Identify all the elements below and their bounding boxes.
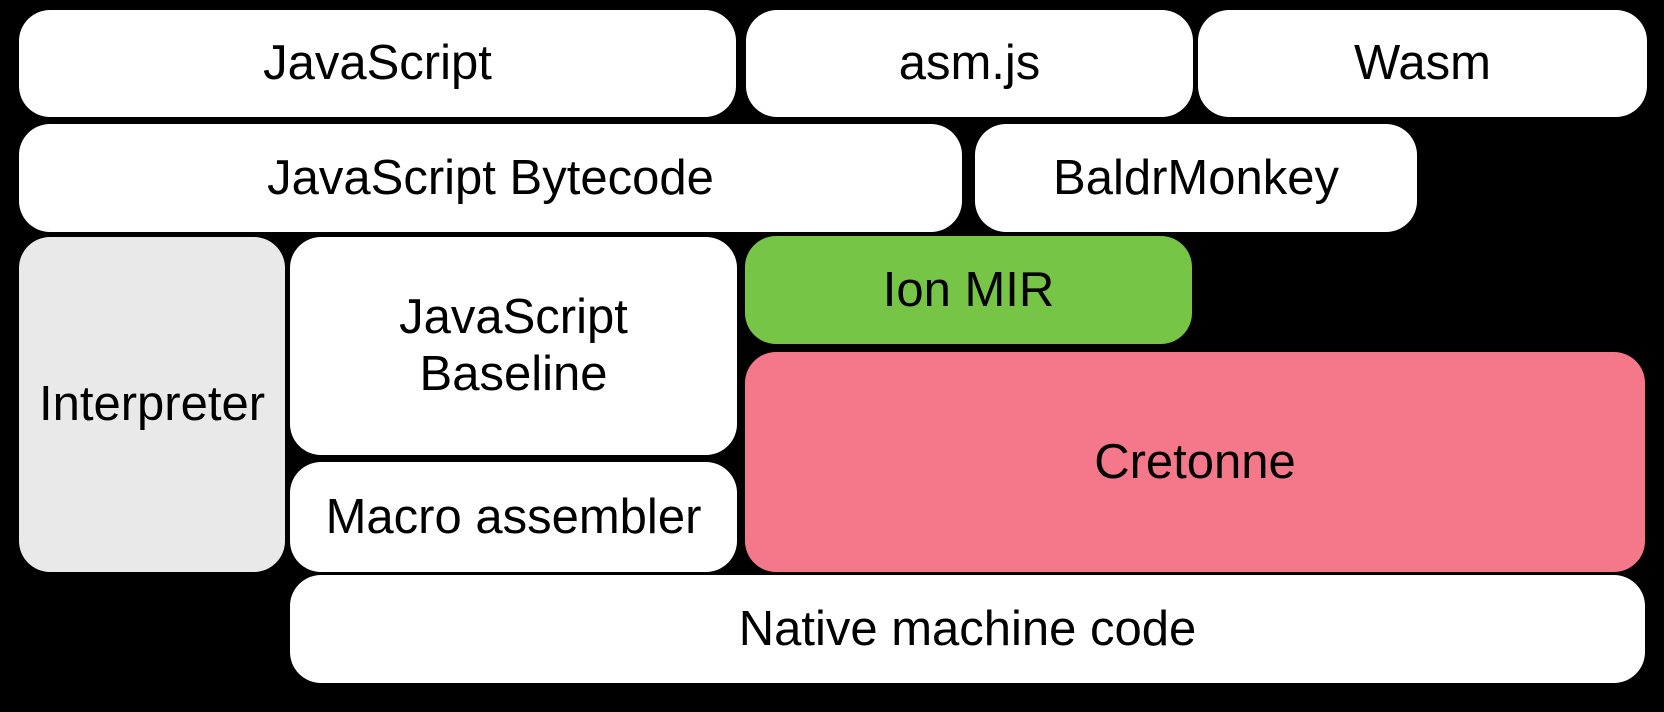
node-javascript: JavaScript — [19, 10, 736, 117]
node-javascript-bytecode-label: JavaScript Bytecode — [267, 150, 714, 205]
node-wasm: Wasm — [1198, 10, 1647, 117]
node-baldrmonkey-label: BaldrMonkey — [1053, 150, 1339, 205]
node-baldrmonkey: BaldrMonkey — [975, 124, 1417, 232]
node-macro-assembler-label: Macro assembler — [325, 489, 702, 544]
node-ion-mir-label: Ion MIR — [882, 262, 1055, 317]
node-asmjs-label: asm.js — [898, 36, 1041, 91]
node-native-machine-code-label: Native machine code — [738, 601, 1197, 656]
node-javascript-baseline-label: JavaScript Baseline — [399, 290, 628, 401]
node-interpreter: Interpreter — [19, 237, 285, 572]
node-javascript-label: JavaScript — [263, 36, 492, 91]
node-cretonne-label: Cretonne — [1094, 434, 1296, 489]
node-cretonne: Cretonne — [745, 352, 1645, 572]
node-native-machine-code: Native machine code — [290, 575, 1645, 683]
node-macro-assembler: Macro assembler — [290, 462, 737, 572]
node-ion-mir: Ion MIR — [745, 236, 1192, 344]
node-asmjs: asm.js — [746, 10, 1193, 117]
node-interpreter-label: Interpreter — [38, 377, 266, 432]
node-javascript-baseline: JavaScript Baseline — [290, 237, 737, 455]
node-wasm-label: Wasm — [1354, 36, 1491, 91]
node-javascript-bytecode: JavaScript Bytecode — [19, 124, 962, 232]
